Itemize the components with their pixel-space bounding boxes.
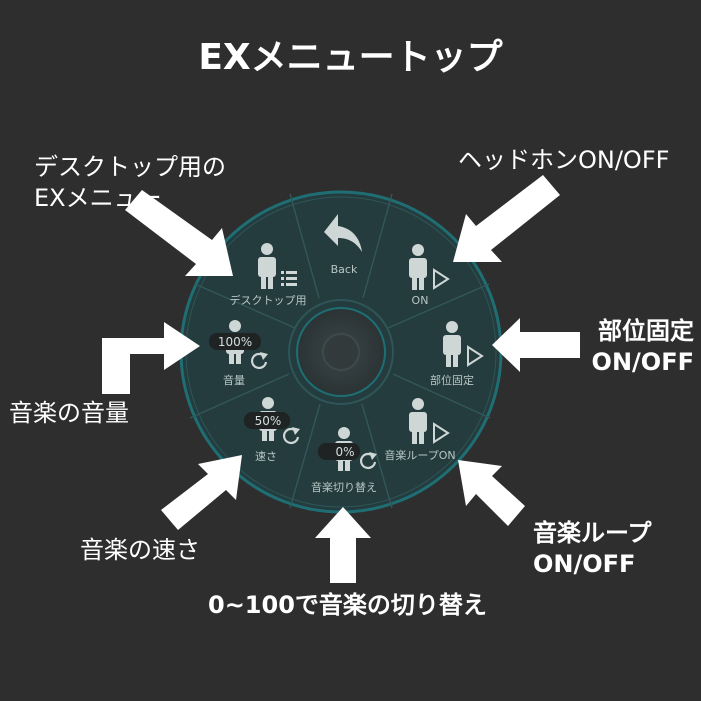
speed-control[interactable]: 50% 速さ <box>244 397 300 463</box>
callout-arrows <box>102 175 580 583</box>
arrow-part-lock <box>492 318 580 372</box>
music-switch-control[interactable]: 0% 音楽切り替え <box>311 427 377 494</box>
part-lock-label: 部位固定 <box>430 373 474 387</box>
back-button[interactable]: Back <box>300 200 382 284</box>
volume-value: 100% <box>218 335 252 349</box>
person-play-icon <box>409 398 450 444</box>
person-play-icon <box>409 244 450 290</box>
callout-part-lock: 部位固定 ON/OFF <box>591 317 694 376</box>
desktop-menu-button[interactable]: デスクトップ用 <box>230 243 307 307</box>
person-list-icon <box>258 243 297 289</box>
page-title: EXメニュートップ <box>198 37 503 78</box>
refresh-icon <box>360 452 377 469</box>
back-label: Back <box>331 263 358 276</box>
desktop-label: デスクトップ用 <box>230 293 307 307</box>
arrow-speed <box>161 455 242 530</box>
callout-loop: 音楽ループ ON/OFF <box>533 519 652 578</box>
callout-switch: 0~100で音楽の切り替え <box>208 591 487 619</box>
refresh-icon <box>251 352 268 369</box>
callout-headphone: ヘッドホンON/OFF <box>458 146 670 174</box>
music-loop-toggle[interactable]: 音楽ループON <box>384 398 456 462</box>
speed-value: 50% <box>255 414 282 428</box>
callout-volume: 音楽の音量 <box>9 399 129 427</box>
volume-label: 音量 <box>223 373 245 387</box>
callout-desktop: デスクトップ用の EXメニュー <box>34 153 226 212</box>
person-play-icon <box>443 321 484 367</box>
arrow-desktop <box>125 190 233 276</box>
headphone-toggle[interactable]: ON <box>409 244 450 307</box>
refresh-icon <box>283 427 300 444</box>
music-switch-value: 0% <box>335 445 354 459</box>
sector-dividers <box>189 193 491 509</box>
callout-speed: 音楽の速さ <box>80 536 200 564</box>
arrow-headphone <box>453 175 560 262</box>
arrow-volume <box>102 322 200 394</box>
arrow-switch <box>315 507 371 583</box>
part-lock-toggle[interactable]: 部位固定 <box>430 321 484 387</box>
speed-label: 速さ <box>255 450 277 463</box>
music-loop-label: 音楽ループON <box>384 448 455 462</box>
arrow-loop <box>458 460 525 526</box>
back-arrow-icon <box>324 214 362 252</box>
volume-control[interactable]: 100% 音量 <box>209 320 268 387</box>
music-switch-label: 音楽切り替え <box>311 480 377 494</box>
headphone-label: ON <box>412 294 429 307</box>
